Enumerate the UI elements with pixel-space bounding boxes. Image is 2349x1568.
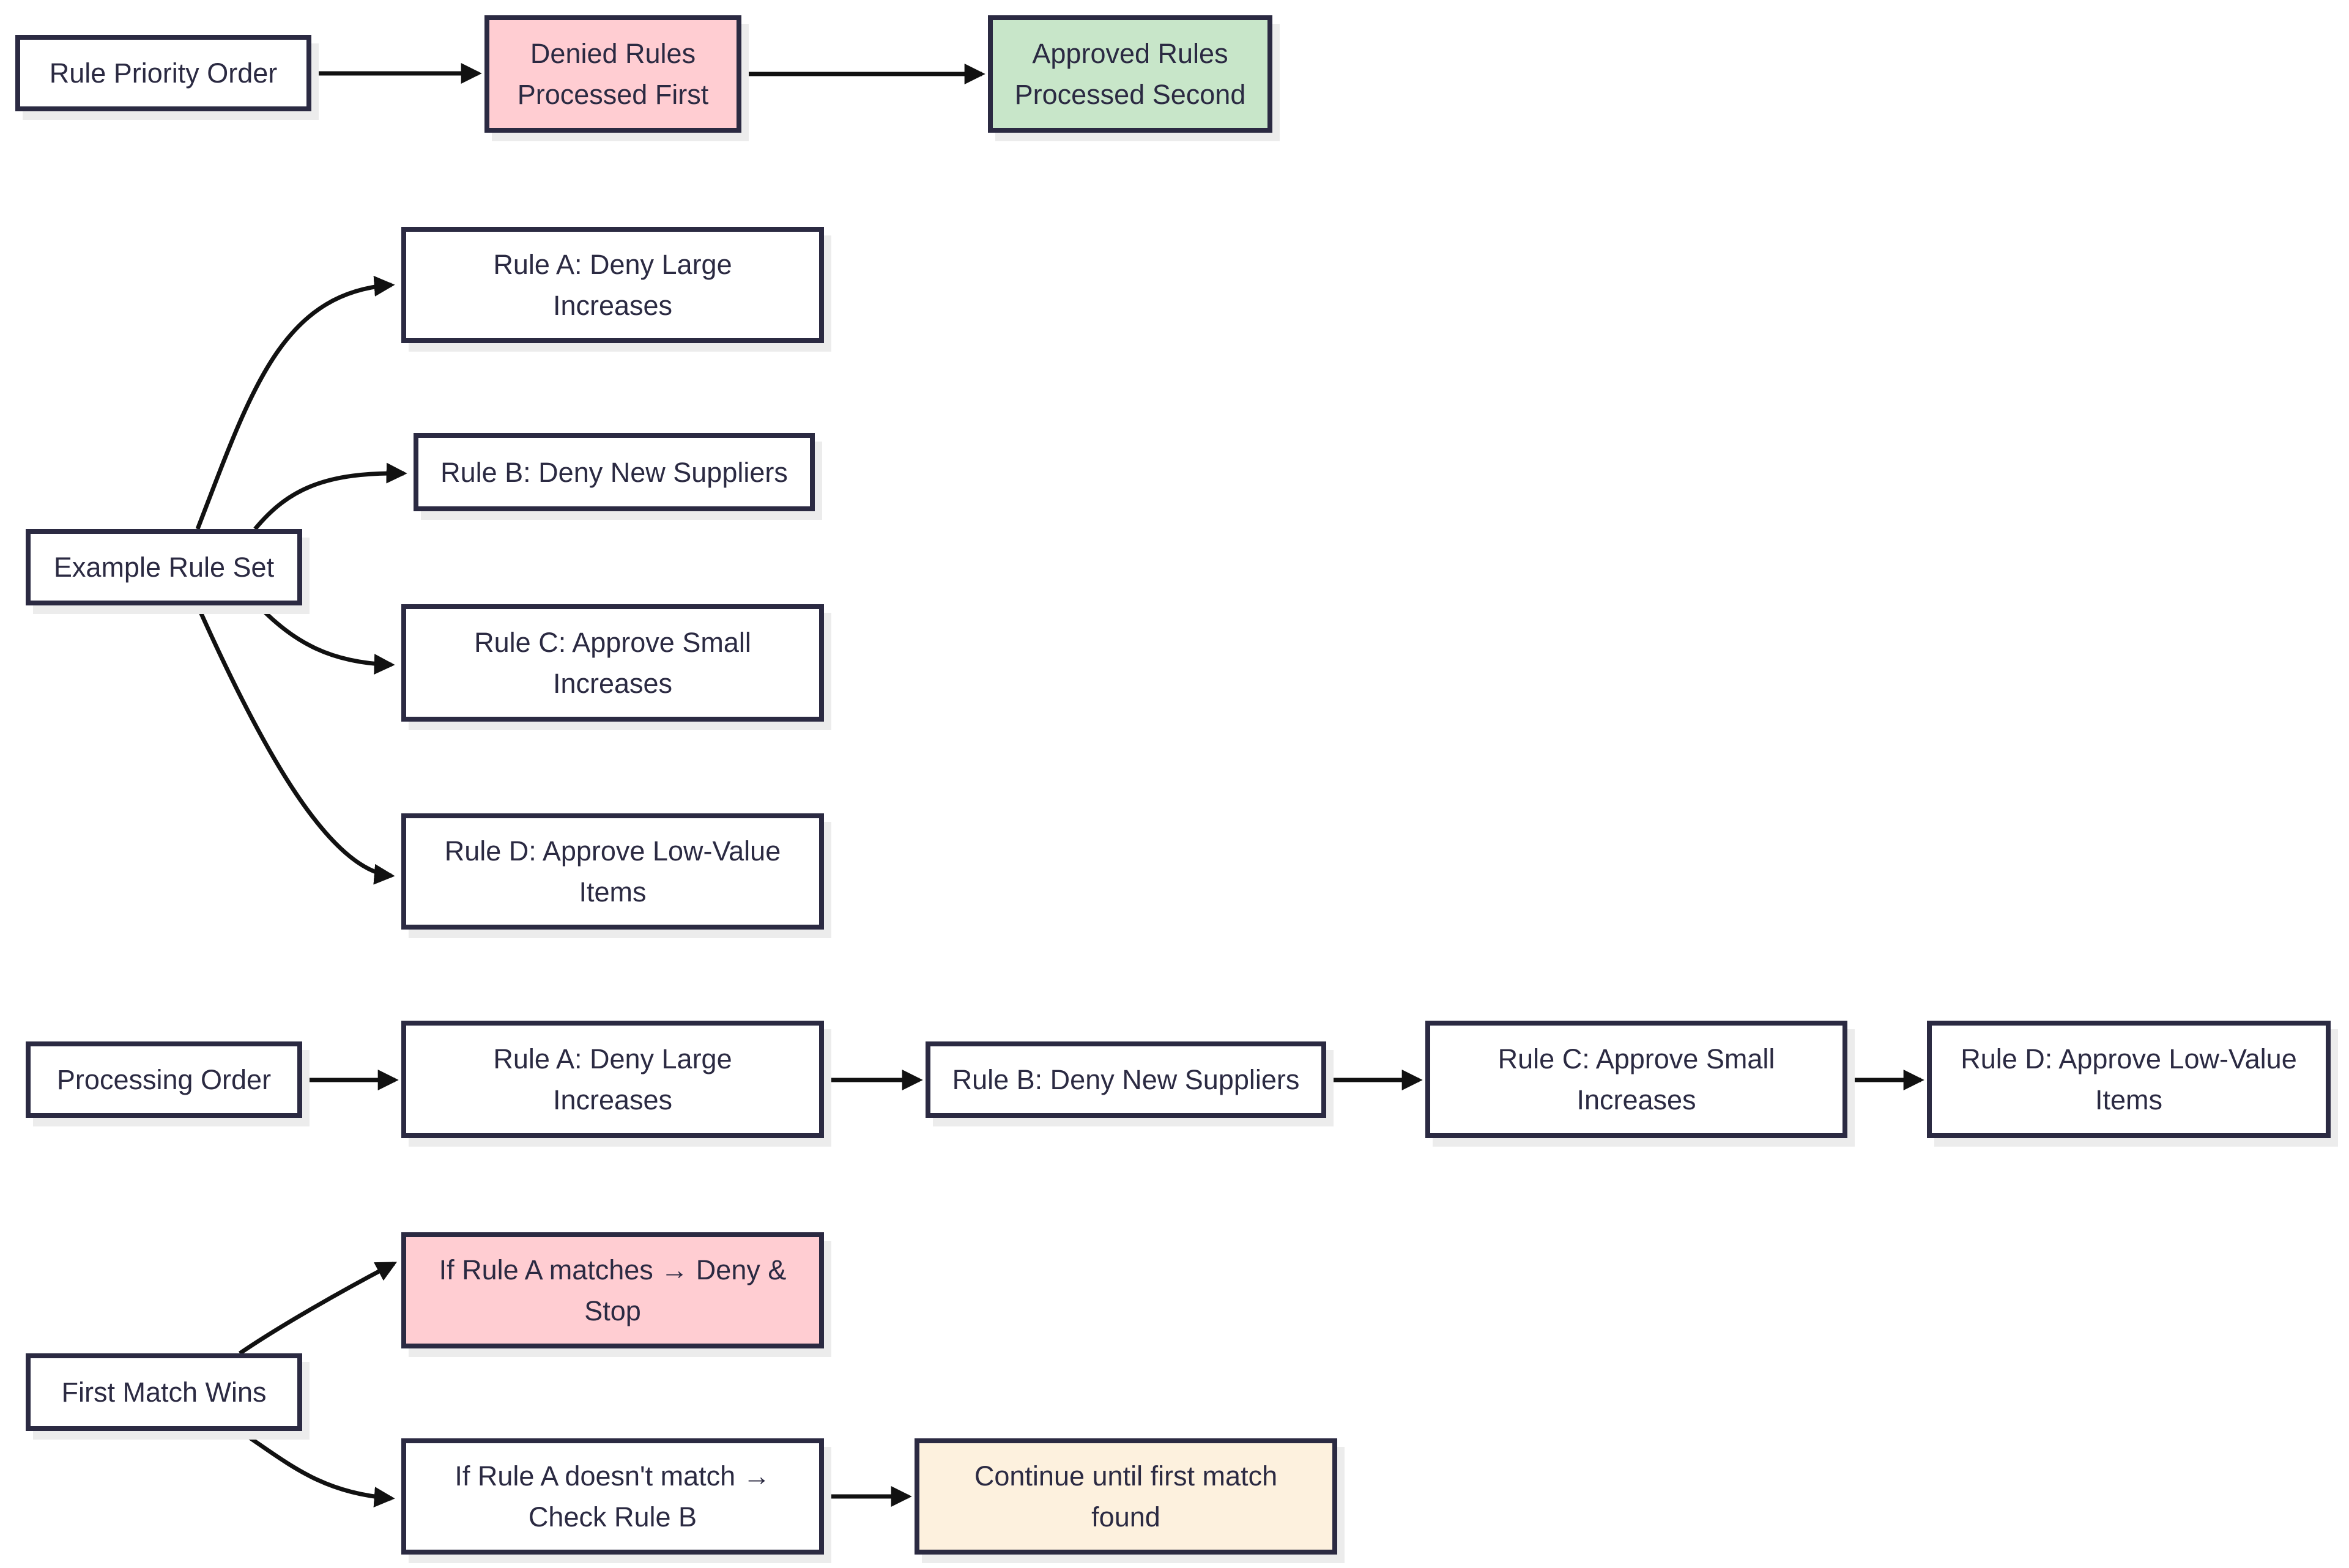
node-label: Rule A: Deny Large Increases <box>493 1043 732 1115</box>
node-if-rule-a-matches: If Rule A matches → Deny & Stop <box>401 1232 824 1348</box>
edge-firstMatchWins-ifMatches <box>239 1261 398 1355</box>
edge-exampleRuleSet-ruleA <box>195 275 395 530</box>
node-label: First Match Wins <box>61 1377 267 1408</box>
node-processing-rule-d: Rule D: Approve Low-Value Items <box>1927 1021 2331 1138</box>
node-label: If Rule A matches → Deny & Stop <box>439 1254 787 1326</box>
node-processing-rule-a: Rule A: Deny Large Increases <box>401 1021 824 1138</box>
node-label: Approved Rules Processed Second <box>1014 38 1246 110</box>
node-label: Rule C: Approve Small Increases <box>1497 1043 1775 1115</box>
edge-exampleRuleSet-ruleC <box>256 604 395 675</box>
node-label: Continue until first match found <box>974 1460 1278 1533</box>
node-rule-c: Rule C: Approve Small Increases <box>401 604 824 722</box>
node-label: Denied Rules Processed First <box>517 38 709 110</box>
node-rule-b: Rule B: Deny New Suppliers <box>414 433 815 511</box>
node-label: Rule B: Deny New Suppliers <box>440 456 788 488</box>
node-approved-rules-processed-second: Approved Rules Processed Second <box>988 15 1272 133</box>
node-label: Rule Priority Order <box>49 57 278 89</box>
node-label: Rule D: Approve Low-Value Items <box>444 835 781 908</box>
node-denied-rules-processed-first: Denied Rules Processed First <box>484 15 741 133</box>
node-processing-rule-c: Rule C: Approve Small Increases <box>1425 1021 1847 1138</box>
node-continue-until-first-match: Continue until first match found <box>915 1438 1337 1555</box>
edge-exampleRuleSet-ruleD <box>195 604 395 885</box>
node-rule-a: Rule A: Deny Large Increases <box>401 227 824 343</box>
edge-exampleRuleSet-ruleB <box>253 462 407 531</box>
node-label: Rule D: Approve Low-Value Items <box>1961 1043 2297 1115</box>
node-processing-order: Processing Order <box>26 1041 302 1118</box>
node-rule-priority-order: Rule Priority Order <box>15 35 311 111</box>
node-if-rule-a-doesnt-match: If Rule A doesn't match → Check Rule B <box>401 1438 824 1555</box>
node-label: Rule B: Deny New Suppliers <box>952 1064 1300 1095</box>
node-label: Rule A: Deny Large Increases <box>493 249 732 321</box>
node-label: Processing Order <box>56 1064 272 1095</box>
node-processing-rule-b: Rule B: Deny New Suppliers <box>926 1041 1326 1118</box>
node-label: Rule C: Approve Small Increases <box>474 627 751 699</box>
node-example-rule-set: Example Rule Set <box>26 529 302 605</box>
edge-firstMatchWins-ifNoMatch <box>239 1429 395 1507</box>
node-rule-d: Rule D: Approve Low-Value Items <box>401 813 824 930</box>
node-first-match-wins: First Match Wins <box>26 1353 302 1431</box>
node-label: Example Rule Set <box>53 552 275 583</box>
node-label: If Rule A doesn't match → Check Rule B <box>455 1460 771 1533</box>
